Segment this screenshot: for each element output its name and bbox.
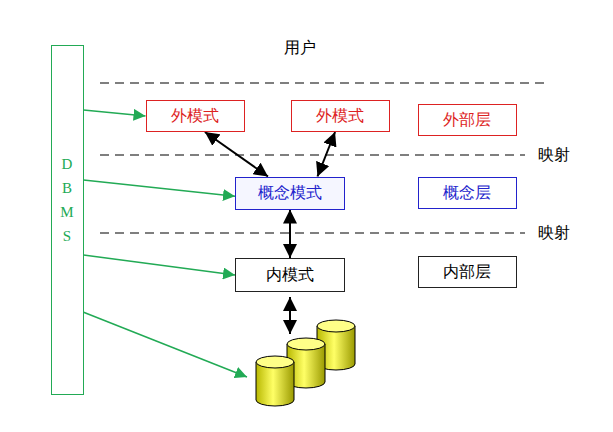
layer-name-box: 内部层 [418, 256, 517, 288]
mapping-label: 映射 [536, 145, 572, 164]
layer-name-box: 概念层 [418, 177, 517, 209]
dashed-line [100, 154, 525, 156]
box-label: 概念模式 [258, 183, 322, 202]
dbms-storage-arrow [83, 312, 247, 377]
conceptual-schema-box: 概念模式 [235, 177, 345, 210]
mapping-arrow [318, 132, 336, 177]
storage-cylinders [256, 320, 355, 406]
mapping-label: 映射 [536, 223, 572, 242]
box-label: 概念层 [443, 183, 491, 202]
dbms-arrow [84, 180, 236, 196]
box-label: 外部层 [443, 110, 491, 129]
cylinder-top [317, 320, 355, 332]
dbms-bar: DBMS [51, 45, 84, 395]
dashed-line [100, 82, 545, 84]
cylinder-top [256, 356, 294, 368]
layer-name-box: 外部层 [418, 104, 517, 136]
mapping-arrow [289, 210, 291, 259]
external-schema-box: 外模式 [146, 100, 245, 132]
internal-schema-box: 内模式 [235, 258, 345, 292]
database-cylinder [256, 356, 294, 406]
box-label: 内部层 [443, 262, 491, 281]
box-label: 内模式 [266, 265, 314, 284]
cylinder-body [256, 362, 294, 406]
storage-arrow [289, 297, 291, 334]
separator-lines [100, 83, 545, 233]
vertical-label: DBMS [60, 152, 75, 248]
user-label: 用户 [282, 38, 318, 57]
cylinder-top [287, 338, 325, 350]
external-schema-box: 外模式 [291, 100, 390, 132]
mapping-arrow [205, 132, 268, 177]
dbms-arrow [84, 255, 236, 275]
box-label: 外模式 [316, 106, 364, 125]
dbms-arrow [84, 110, 146, 116]
dashed-line [100, 232, 525, 234]
box-label: 外模式 [171, 106, 219, 125]
